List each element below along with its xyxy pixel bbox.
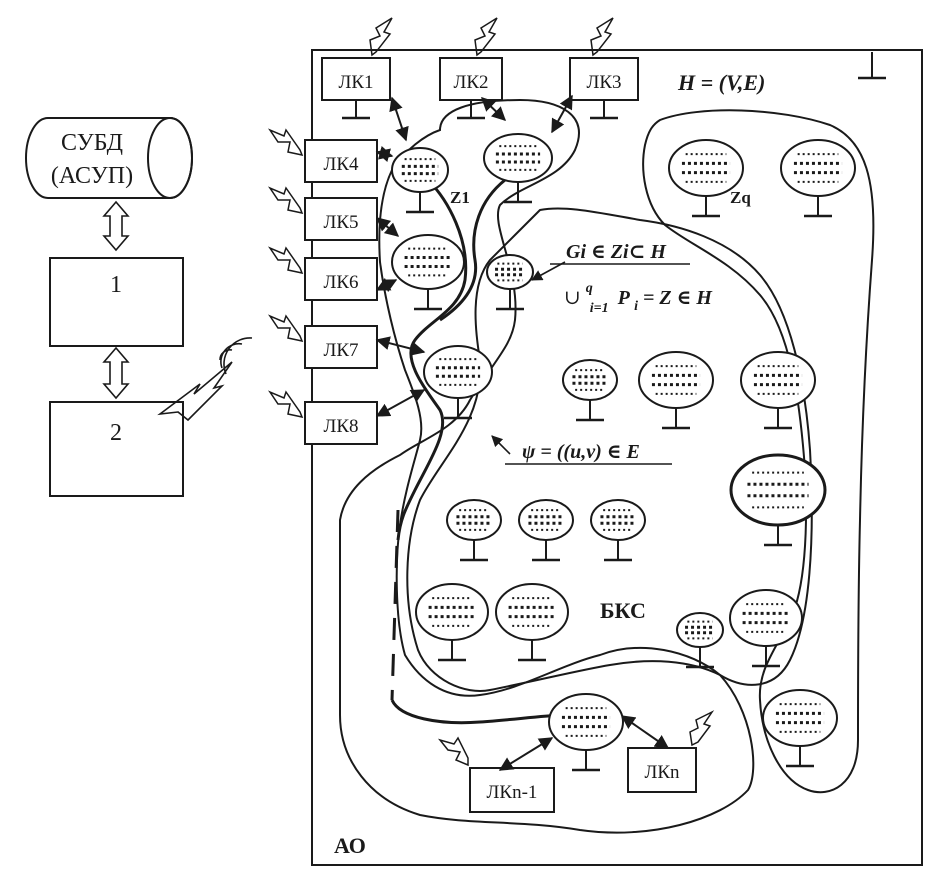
lk4-box: ЛК4 xyxy=(267,128,378,183)
lk4-label: ЛК4 xyxy=(323,154,359,175)
formula-subset: Gi ∈ Zi⊂ H xyxy=(566,241,667,263)
link-path-1 xyxy=(396,178,468,541)
block-1: 1 xyxy=(49,257,184,347)
lk5-label: ЛК5 xyxy=(323,212,358,233)
network-node xyxy=(548,693,624,772)
lk5-lightning-icon xyxy=(267,186,304,215)
lk2-label: ЛК2 xyxy=(453,72,488,93)
cluster-z1-outline xyxy=(339,98,755,834)
network-node xyxy=(729,453,827,547)
lkn-lightning-icon xyxy=(689,710,715,747)
lk4-lightning-icon xyxy=(267,128,304,157)
lkn1-lightning-icon xyxy=(437,736,469,767)
formula-union-tail: = Z ∈ H xyxy=(643,287,713,309)
ground-symbol xyxy=(858,52,886,80)
formula-union-sup: q xyxy=(586,281,593,296)
network-node xyxy=(729,589,803,668)
lk3-box: ЛК3 xyxy=(569,17,639,120)
lkn1-label: ЛКn-1 xyxy=(487,782,538,803)
lk3-lightning-icon xyxy=(590,17,614,57)
lkn-box: ЛКn xyxy=(627,710,715,793)
link-path-dashed xyxy=(390,509,400,701)
lk1-lightning-icon xyxy=(369,17,393,57)
network-node xyxy=(638,351,714,430)
cluster-zq-outline xyxy=(642,109,875,794)
double-arrow-dbms-block1 xyxy=(102,200,130,252)
lk8-label: ЛК8 xyxy=(323,416,358,437)
network-node xyxy=(676,612,724,669)
network-node xyxy=(486,254,534,311)
network-node xyxy=(762,689,838,768)
network-node xyxy=(590,499,646,562)
lk6-lightning-icon xyxy=(267,246,304,275)
dbms-label-line1: СУБД xyxy=(61,130,123,156)
network-node xyxy=(495,583,569,662)
lk8-box: ЛК8 xyxy=(267,390,378,445)
network-node xyxy=(391,147,449,214)
lk7-label: ЛК7 xyxy=(323,340,358,361)
network-node xyxy=(562,359,618,422)
formula-edge: ψ = ((u,v) ∈ E xyxy=(522,441,640,463)
network-node xyxy=(391,234,465,311)
network-node xyxy=(740,351,816,430)
lk8-lightning-icon xyxy=(267,390,304,419)
link-path-2 xyxy=(439,178,506,322)
block-2: 2 xyxy=(49,401,184,497)
network-node xyxy=(668,139,744,218)
label-ao: АО xyxy=(334,833,366,858)
block-2-label: 2 xyxy=(110,420,122,446)
formula-graph: H = (V,E) xyxy=(677,70,765,95)
lk5-box: ЛК5 xyxy=(267,186,378,241)
lk2-box: ЛК2 xyxy=(439,17,503,120)
lkn1-box: ЛКn-1 xyxy=(437,736,555,813)
lkn-label: ЛКn xyxy=(644,762,680,783)
formula-union-rest: P xyxy=(617,287,631,309)
label-bks: БКС xyxy=(600,598,646,623)
lk-node-arrows xyxy=(375,94,670,771)
formula-union: ∪ q i=1 P i = Z ∈ H xyxy=(564,275,713,317)
lk6-label: ЛК6 xyxy=(323,272,358,293)
lk7-lightning-icon xyxy=(267,314,304,343)
network-nodes xyxy=(391,133,856,772)
formula-union-sub: i=1 xyxy=(590,301,609,316)
formula-union-rest-sub: i xyxy=(634,299,638,314)
lk1-label: ЛК1 xyxy=(338,72,373,93)
label-zq: Zq xyxy=(730,188,751,207)
network-node xyxy=(518,499,574,562)
network-node xyxy=(423,345,493,420)
network-node xyxy=(415,583,489,662)
formula-union-symbol: ∪ xyxy=(564,287,581,309)
link-path-bottom xyxy=(390,699,563,725)
double-arrow-block1-block2 xyxy=(102,346,130,400)
block-2-antenna-icon xyxy=(157,337,253,422)
lk6-box: ЛК6 xyxy=(267,246,378,301)
network-node xyxy=(483,133,553,204)
lk1-box: ЛК1 xyxy=(321,17,393,120)
lk2-lightning-icon xyxy=(474,17,498,57)
label-z1: Z1 xyxy=(450,188,470,207)
enterprise-frame xyxy=(311,49,923,866)
network-node xyxy=(446,499,502,562)
block-1-label: 1 xyxy=(110,272,122,298)
network-node xyxy=(780,139,856,218)
dbms-cylinder: СУБД (АСУП) xyxy=(25,117,193,199)
lk3-label: ЛК3 xyxy=(586,72,621,93)
lk7-box: ЛК7 xyxy=(267,314,378,369)
dbms-label-line2: (АСУП) xyxy=(51,163,133,189)
